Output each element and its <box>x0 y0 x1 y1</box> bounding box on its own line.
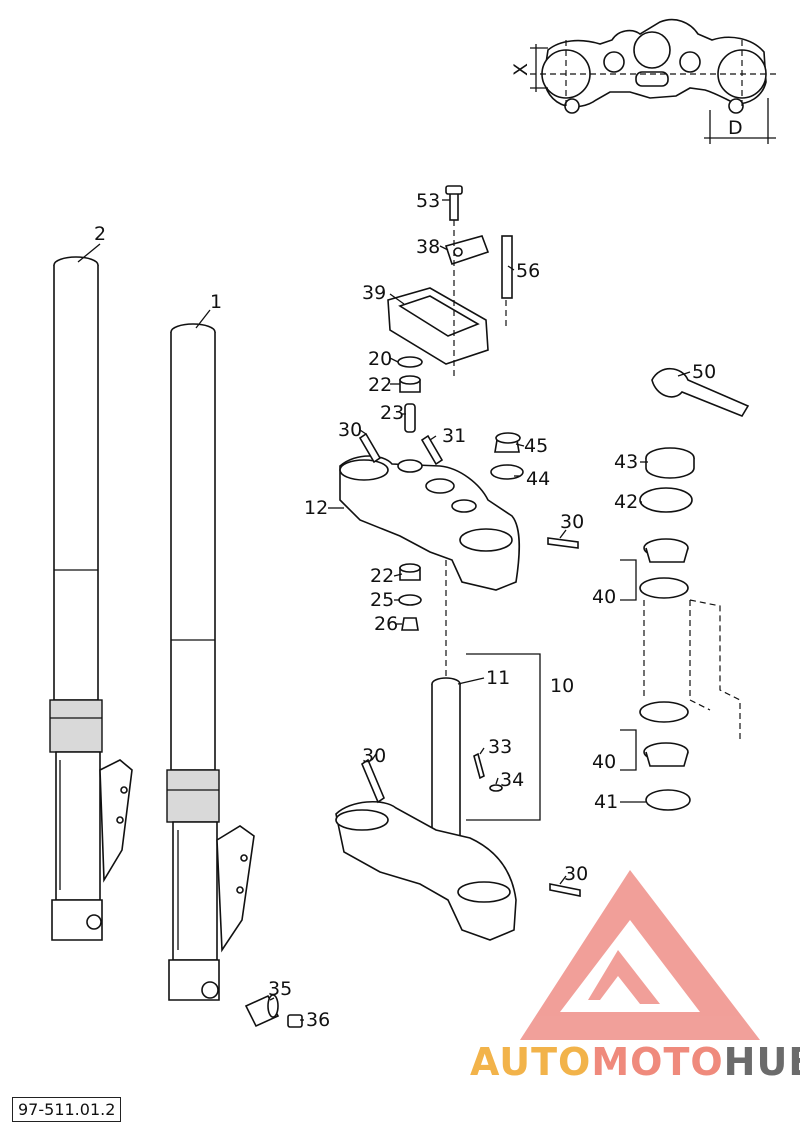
callout-41: 41 <box>594 791 618 813</box>
callout-23: 23 <box>380 402 404 424</box>
callout-30-lower-right: 30 <box>564 863 588 885</box>
watermark-triangle <box>520 870 760 1040</box>
callout-56: 56 <box>516 260 540 282</box>
callout-35: 35 <box>268 978 292 1000</box>
callout-45: 45 <box>524 435 548 457</box>
watermark-inner-mark <box>588 950 660 1004</box>
dimension-label-d: D <box>728 117 743 139</box>
callout-33: 33 <box>488 736 512 758</box>
callout-1: 1 <box>210 291 222 313</box>
axle-parts <box>244 994 303 1028</box>
upper-triple-clamp <box>339 432 579 591</box>
leader-lines <box>77 199 691 1021</box>
handlebar-clamp-assembly <box>387 185 513 380</box>
watermark-word-auto: AUTO <box>470 1040 592 1084</box>
callout-20: 20 <box>368 348 392 370</box>
callout-2: 2 <box>94 223 106 245</box>
callout-22-top: 22 <box>368 374 392 396</box>
bearing-parts <box>620 367 750 811</box>
clamp-dimension-view <box>530 18 780 144</box>
callout-25: 25 <box>370 589 394 611</box>
callout-31: 31 <box>442 425 466 447</box>
callout-numbers: 2 1 53 38 56 39 20 22 23 30 31 45 44 12 … <box>94 190 716 1031</box>
callout-30-lower-left: 30 <box>362 745 386 767</box>
callout-10: 10 <box>550 675 574 697</box>
callout-34: 34 <box>500 769 524 791</box>
fork-leg-2 <box>49 256 133 941</box>
callout-40-bottom: 40 <box>592 751 616 773</box>
fork-leg-1 <box>166 323 255 1001</box>
watermark-logo <box>520 870 760 1040</box>
watermark-word-hub: HUB <box>723 1040 800 1084</box>
lower-triple-clamp <box>335 560 581 941</box>
watermark-word-moto: MOTO <box>591 1040 724 1084</box>
callout-50: 50 <box>692 361 716 383</box>
callout-11: 11 <box>486 667 510 689</box>
callout-30-top: 30 <box>338 419 362 441</box>
stem-nut-parts <box>398 563 422 631</box>
callout-40-top: 40 <box>592 586 616 608</box>
watermark-wordmark: AUTOMOTOHUB <box>470 1040 800 1084</box>
dimension-label-x: X <box>510 63 532 76</box>
callout-44: 44 <box>526 468 550 490</box>
callout-38: 38 <box>416 236 440 258</box>
callout-12: 12 <box>304 497 328 519</box>
callout-26: 26 <box>374 613 398 635</box>
callout-36: 36 <box>306 1009 330 1031</box>
callout-39: 39 <box>362 282 386 304</box>
callout-30-upper-right: 30 <box>560 511 584 533</box>
callout-43: 43 <box>614 451 638 473</box>
callout-42: 42 <box>614 491 638 513</box>
callout-53: 53 <box>416 190 440 212</box>
callout-22-mid: 22 <box>370 565 394 587</box>
figure-reference-number: 97-511.01.2 <box>12 1097 122 1122</box>
top-small-parts <box>397 356 423 433</box>
